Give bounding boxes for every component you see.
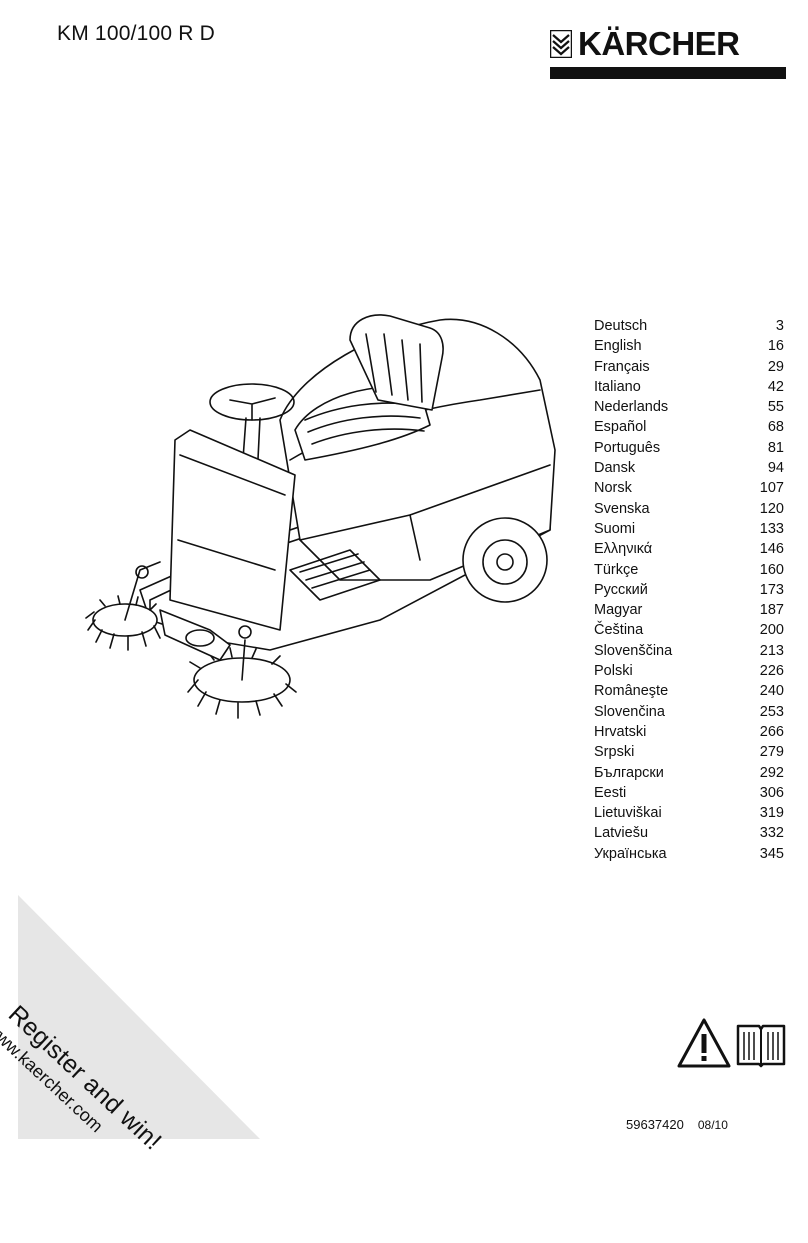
toc-language: Norsk [594,480,632,497]
toc-language: Latviešu [594,825,649,842]
document-number: 59637420 08/10 [626,1117,728,1132]
toc-entry[interactable]: Türkçe 160 [594,562,784,582]
toc-language: Dansk [594,460,636,477]
toc-language: Slovenščina [594,642,673,659]
toc-page-number: 107 [759,480,784,497]
toc-page-number: 3 [775,318,784,334]
toc-page-number: 345 [759,845,784,862]
toc-page-number: 81 [767,439,784,456]
toc-entry[interactable]: English 16 [594,338,784,358]
toc-language: Čeština [594,622,644,639]
toc-page-number: 55 [767,399,784,416]
toc-page-number: 213 [759,642,784,659]
toc-language: Srpski [594,744,635,761]
toc-language: Italiano [594,378,641,395]
toc-entry[interactable]: Eesti 306 [594,785,784,805]
toc-language: Nederlands [594,399,669,416]
toc-entry[interactable]: Nederlands 55 [594,399,784,419]
toc-page-number: 94 [767,460,784,477]
brand-underline-bar [550,67,786,79]
toc-page-number: 226 [759,663,784,680]
toc-page-number: 319 [759,805,784,822]
toc-language: Româneşte [594,683,669,700]
toc-language: Eesti [594,784,627,801]
karcher-emblem-icon [550,30,572,58]
toc-language: Svenska [594,500,650,517]
toc-entry[interactable]: Polski 226 [594,663,784,683]
toc-entry[interactable]: Lietuviškai 319 [594,805,784,825]
toc-entry[interactable]: Français 29 [594,359,784,379]
toc-language: Lietuviškai [594,805,662,822]
toc-page-number: 240 [759,683,784,700]
toc-page-number: 160 [759,561,784,578]
toc-language: Magyar [594,602,643,619]
ride-on-sweeper-illustration [85,314,556,719]
toc-page-number: 266 [759,723,784,740]
toc-page-number: 200 [759,622,784,639]
toc-language: Türkçe [594,561,639,578]
toc-entry[interactable]: Latviešu 332 [594,825,784,845]
toc-language: Français [594,358,650,375]
toc-page-number: 306 [759,784,784,801]
toc-page-number: 279 [759,744,784,761]
toc-entry[interactable]: Español 68 [594,419,784,439]
toc-page-number: 120 [759,500,784,517]
toc-page-number: 173 [759,581,784,598]
toc-language: Slovenčina [594,703,665,720]
toc-page-number: 253 [759,703,784,720]
toc-language: Русский [594,581,648,598]
model-title: KM 100/100 R D [57,22,216,45]
toc-entry[interactable]: Româneşte 240 [594,683,784,703]
toc-page-number: 29 [767,358,784,375]
toc-page-number: 187 [759,602,784,619]
toc-page-number: 68 [767,419,784,436]
toc-page-number: 332 [759,825,784,842]
toc-language: English [594,338,642,355]
toc-entry[interactable]: Magyar 187 [594,602,784,622]
register-banner-background [18,895,260,1139]
toc-entry[interactable]: Norsk 107 [594,480,784,500]
toc-language: Suomi [594,520,636,537]
doc-date: 08/10 [697,1118,728,1132]
toc-language: Español [594,419,647,436]
toc-entry[interactable]: Dansk 94 [594,460,784,480]
toc-entry[interactable]: Deutsch 3 [594,318,784,338]
toc-entry[interactable]: Hrvatski 266 [594,724,784,744]
toc-page-number: 292 [759,764,784,781]
toc-language: Български [594,764,664,781]
toc-page-number: 133 [759,520,784,537]
toc-language: Українська [594,845,667,862]
toc-entry[interactable]: Slovenščina 213 [594,643,784,663]
brand-name: KÄRCHER [578,25,740,62]
brand-logo: KÄRCHER [550,26,786,82]
toc-page-number: 146 [759,541,784,558]
toc-entry[interactable]: Čeština 200 [594,622,784,642]
toc-language: Hrvatski [594,723,647,740]
toc-page-number: 16 [767,338,784,355]
toc-entry[interactable]: Suomi 133 [594,521,784,541]
toc-entry[interactable]: Ελληνικά 146 [594,541,784,561]
toc-entry[interactable]: Українська 345 [594,846,784,866]
doc-number: 59637420 [626,1117,684,1132]
toc-language: Ελληνικά [594,541,653,558]
toc-language: Português [594,439,661,456]
toc-page-number: 42 [767,378,784,395]
toc-entry[interactable]: Русский 173 [594,582,784,602]
toc-entry[interactable]: Português 81 [594,440,784,460]
toc-entry[interactable]: Svenska 120 [594,501,784,521]
toc-language: Deutsch [594,318,648,334]
toc-language: Polski [594,663,633,680]
warning-triangle-icon [677,1018,731,1068]
toc-entry[interactable]: Slovenčina 253 [594,704,784,724]
toc-entry[interactable]: Български 292 [594,765,784,785]
toc-entry[interactable]: Italiano 42 [594,379,784,399]
toc-entry[interactable]: Srpski 279 [594,744,784,764]
open-book-icon [736,1024,786,1068]
